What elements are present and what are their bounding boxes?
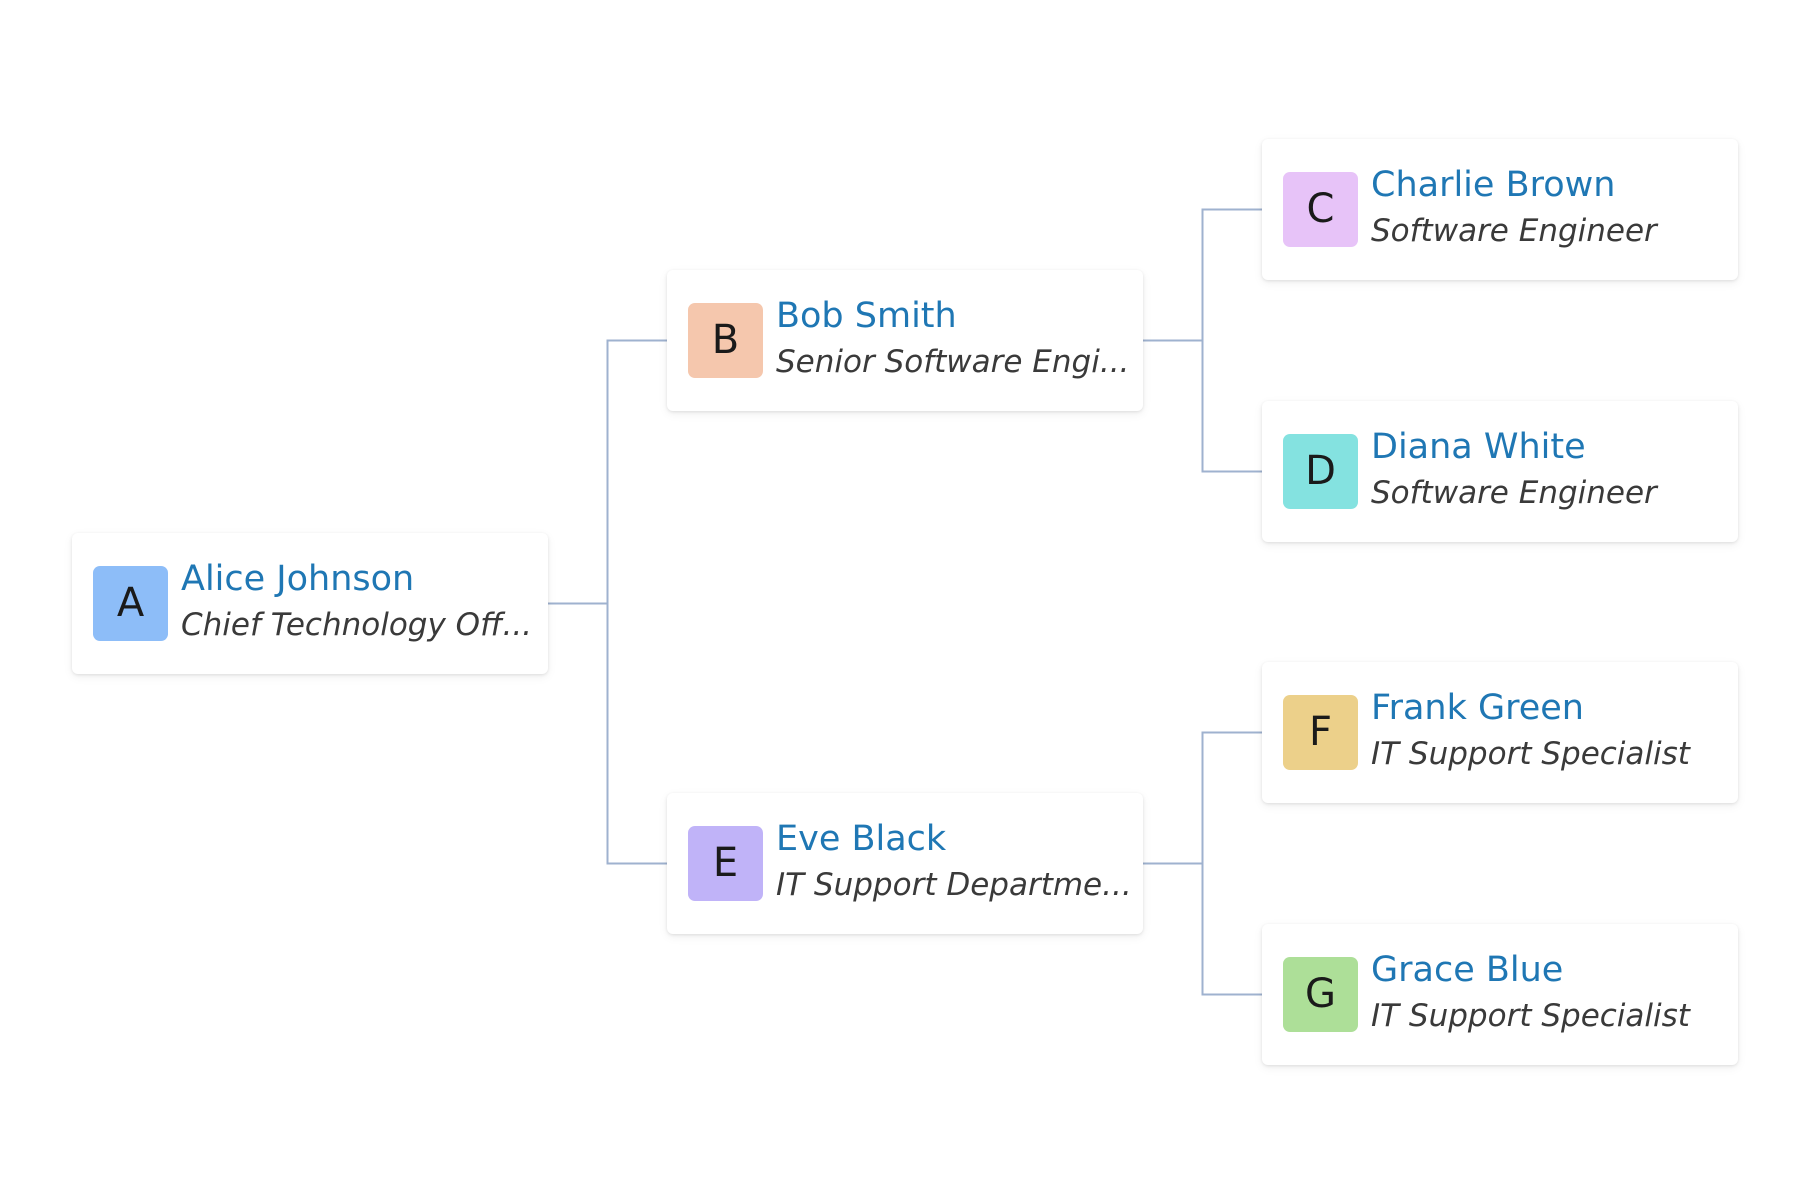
node-role: Senior Software Engi... xyxy=(776,344,1130,380)
connector-alice-bob xyxy=(548,339,667,605)
node-card-grace-blue[interactable]: G Grace Blue IT Support Specialist xyxy=(1262,924,1738,1065)
node-role: Chief Technology Off... xyxy=(181,607,533,643)
node-card-bob-smith[interactable]: B Bob Smith Senior Software Engi... xyxy=(667,270,1143,411)
node-role: IT Support Departme... xyxy=(776,867,1131,903)
avatar: C xyxy=(1283,172,1358,247)
node-role: IT Support Specialist xyxy=(1371,998,1690,1034)
node-card-eve-black[interactable]: E Eve Black IT Support Departme... xyxy=(667,793,1143,934)
node-card-charlie-brown[interactable]: C Charlie Brown Software Engineer xyxy=(1262,139,1738,280)
avatar: G xyxy=(1283,957,1358,1032)
connector-alice-eve xyxy=(548,602,667,865)
connector-eve-frank xyxy=(1143,731,1262,865)
avatar: F xyxy=(1283,695,1358,770)
connector-bob-diana xyxy=(1143,339,1262,473)
node-name: Frank Green xyxy=(1371,688,1584,728)
node-role: Software Engineer xyxy=(1371,213,1657,249)
node-card-diana-white[interactable]: D Diana White Software Engineer xyxy=(1262,401,1738,542)
connector-bob-charlie xyxy=(1143,208,1262,342)
avatar: A xyxy=(93,566,168,641)
avatar: E xyxy=(688,826,763,901)
node-role: Software Engineer xyxy=(1371,475,1657,511)
node-card-frank-green[interactable]: F Frank Green IT Support Specialist xyxy=(1262,662,1738,803)
node-name: Grace Blue xyxy=(1371,950,1564,990)
node-name: Eve Black xyxy=(776,819,947,859)
node-name: Bob Smith xyxy=(776,296,957,336)
avatar: D xyxy=(1283,434,1358,509)
node-name: Charlie Brown xyxy=(1371,165,1616,205)
node-card-alice-johnson[interactable]: A Alice Johnson Chief Technology Off... xyxy=(72,533,548,674)
connector-eve-grace xyxy=(1143,862,1262,996)
avatar: B xyxy=(688,303,763,378)
node-name: Diana White xyxy=(1371,427,1586,467)
node-role: IT Support Specialist xyxy=(1371,736,1690,772)
node-name: Alice Johnson xyxy=(181,559,415,599)
